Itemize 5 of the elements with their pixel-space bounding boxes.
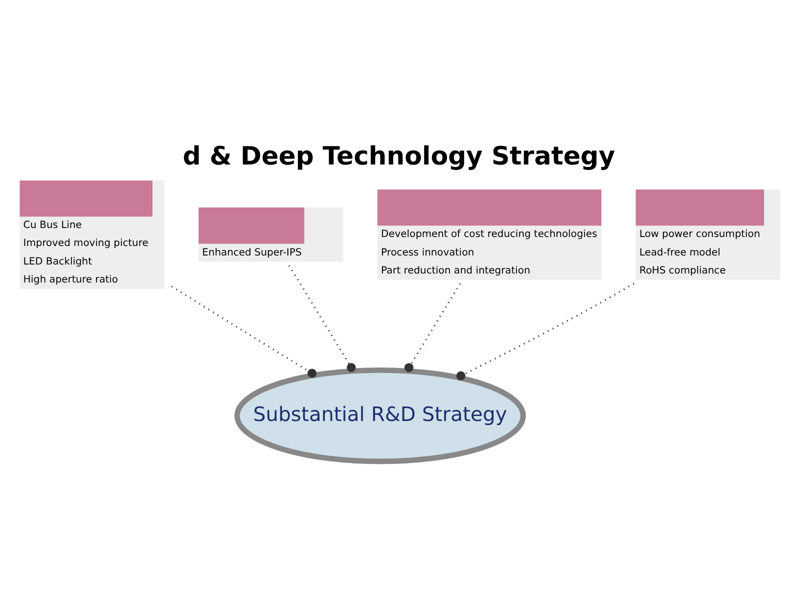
connector [456, 282, 634, 380]
connector [288, 265, 356, 372]
connector [404, 283, 461, 372]
connector [171, 286, 317, 378]
diagram-title: d & Deep Technology Strategy [182, 142, 616, 171]
